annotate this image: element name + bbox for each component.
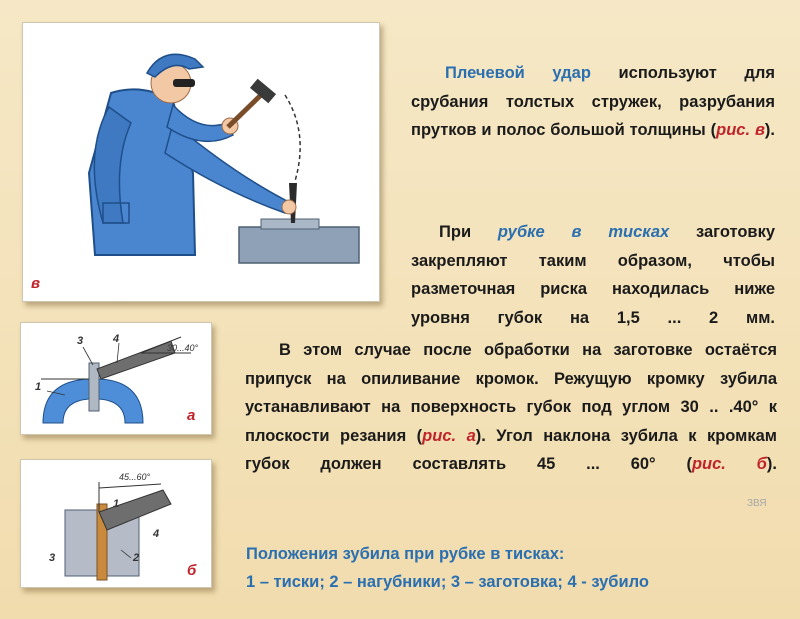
vise-top-view-illustration bbox=[64, 482, 172, 581]
figure-a-label-3: 3 bbox=[77, 335, 84, 347]
ref-fig-b: рис. б bbox=[691, 455, 767, 473]
figure-a-label-1: 1 bbox=[35, 381, 42, 393]
figure-a-letter: а bbox=[187, 407, 196, 424]
figure-a-angle: 30...40° bbox=[167, 343, 199, 353]
figure-v: в bbox=[22, 22, 380, 302]
term-vise-chopping: рубке в тисках bbox=[497, 223, 670, 241]
paragraph3-text2: ). Угол наклона зубила к кромкам губок д… bbox=[245, 426, 777, 474]
figure-b-label-4: 4 bbox=[153, 528, 160, 540]
figure-b-label-1: 1 bbox=[113, 498, 120, 510]
figure-caption: Положения зубила при рубке в тисках: 1 –… bbox=[246, 540, 776, 596]
figure-b-letter: б bbox=[187, 562, 197, 579]
paragraph-vise-chopping: При рубке в тисках заготовку закрепляют … bbox=[411, 218, 775, 361]
caption-title: Положения зубила при рубке в тисках: bbox=[246, 545, 565, 563]
term-shoulder-strike: Плечевой удар bbox=[445, 64, 591, 82]
caption-legend: 1 – тиски; 2 – нагубники; 3 – заготовка;… bbox=[246, 573, 649, 591]
paragraph3-text1: В этом случае после обработки на заготов… bbox=[245, 341, 777, 445]
paragraph-allowance: В этом случае после обработки на заготов… bbox=[245, 336, 777, 507]
figure-a-label-4: 4 bbox=[113, 333, 120, 345]
ref-fig-v: рис. в bbox=[716, 121, 765, 139]
vise-section-illustration bbox=[41, 336, 191, 424]
paragraph-shoulder-strike: Плечевой удар используют для срубания то… bbox=[411, 59, 775, 173]
figure-b-angle: 45...60° bbox=[119, 472, 151, 482]
paragraph3-text3: ). bbox=[766, 455, 777, 473]
figure-b-label-3: 3 bbox=[49, 552, 56, 564]
paragraph2-text1: При bbox=[439, 223, 498, 241]
ref-fig-a: рис. а bbox=[422, 426, 476, 445]
watermark: ЗВЯ bbox=[747, 498, 767, 509]
paragraph2-text2: заготовку закрепляют таким образом, чтоб… bbox=[411, 223, 776, 327]
paragraph1-text2: ). bbox=[764, 121, 776, 139]
figure-b: 45...60° 1 2 3 4 б bbox=[20, 459, 212, 588]
paragraph1-text1: используют для срубания толстых стружек,… bbox=[411, 64, 776, 139]
worker-illustration bbox=[87, 53, 360, 264]
figure-a: 1 3 4 30...40° а bbox=[20, 322, 212, 435]
figure-b-label-2: 2 bbox=[133, 552, 140, 564]
figure-v-letter: в bbox=[31, 275, 41, 292]
